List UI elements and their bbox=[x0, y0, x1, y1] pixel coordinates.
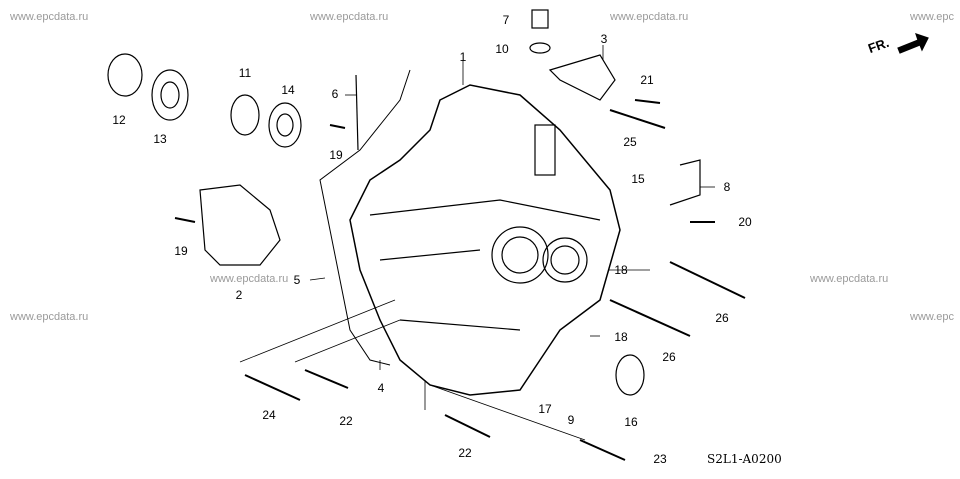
watermark: www.epc bbox=[910, 311, 955, 323]
callout-11: 11 bbox=[238, 66, 252, 80]
watermark: www.epcdata.ru bbox=[10, 11, 89, 23]
callout-17: 17 bbox=[538, 402, 552, 416]
watermark: www.epcdata.ru bbox=[210, 273, 289, 285]
callout-7: 7 bbox=[502, 13, 510, 27]
callout-10: 10 bbox=[495, 42, 509, 56]
callout-15: 15 bbox=[631, 172, 645, 186]
callout-23: 23 bbox=[653, 452, 667, 466]
callout-19: 19 bbox=[174, 244, 188, 258]
callout-21: 21 bbox=[640, 73, 654, 87]
snap-ring-11 bbox=[230, 94, 260, 136]
callout-24: 24 bbox=[262, 408, 276, 422]
callout-20: 20 bbox=[738, 215, 752, 229]
watermark: www.epcdata.ru bbox=[310, 11, 389, 23]
snap-ring-12 bbox=[107, 53, 143, 97]
bearing-16 bbox=[615, 354, 645, 396]
bearing-13 bbox=[151, 69, 189, 121]
watermark: www.epcdata.ru bbox=[10, 311, 89, 323]
watermark: www.epcdata.ru bbox=[610, 11, 689, 23]
watermark: www.epc bbox=[910, 11, 955, 23]
callout-22: 22 bbox=[458, 446, 472, 460]
callout-6: 6 bbox=[331, 87, 339, 101]
callout-18: 18 bbox=[614, 330, 628, 344]
plug bbox=[531, 9, 549, 29]
callout-8: 8 bbox=[723, 180, 731, 194]
callout-22: 22 bbox=[339, 414, 353, 428]
callout-16: 16 bbox=[624, 415, 638, 429]
callout-3: 3 bbox=[600, 32, 608, 46]
callout-5: 5 bbox=[293, 273, 301, 287]
callout-4: 4 bbox=[377, 381, 385, 395]
plate bbox=[199, 184, 281, 266]
callout-13: 13 bbox=[153, 132, 167, 146]
callout-18: 18 bbox=[614, 263, 628, 277]
callout-19: 19 bbox=[329, 148, 343, 162]
bracket-8 bbox=[669, 159, 701, 206]
callout-1: 1 bbox=[459, 50, 467, 64]
callout-25: 25 bbox=[623, 135, 637, 149]
callout-2: 2 bbox=[235, 288, 243, 302]
callout-12: 12 bbox=[112, 113, 126, 127]
transmission-case bbox=[349, 84, 621, 396]
gasket bbox=[319, 69, 411, 366]
bracket-3 bbox=[548, 54, 616, 101]
callout-14: 14 bbox=[281, 83, 295, 97]
leader-lines bbox=[239, 45, 715, 441]
callout-26: 26 bbox=[662, 350, 676, 364]
diagram-code: S2L1-A0200 bbox=[707, 452, 782, 466]
bolts bbox=[174, 99, 746, 461]
bearing-14 bbox=[268, 102, 302, 148]
washer bbox=[529, 42, 551, 54]
callout-9: 9 bbox=[567, 413, 575, 427]
watermark: www.epcdata.ru bbox=[810, 273, 889, 285]
callout-26: 26 bbox=[715, 311, 729, 325]
pipe bbox=[355, 74, 359, 151]
front-arrow-icon bbox=[897, 33, 929, 54]
